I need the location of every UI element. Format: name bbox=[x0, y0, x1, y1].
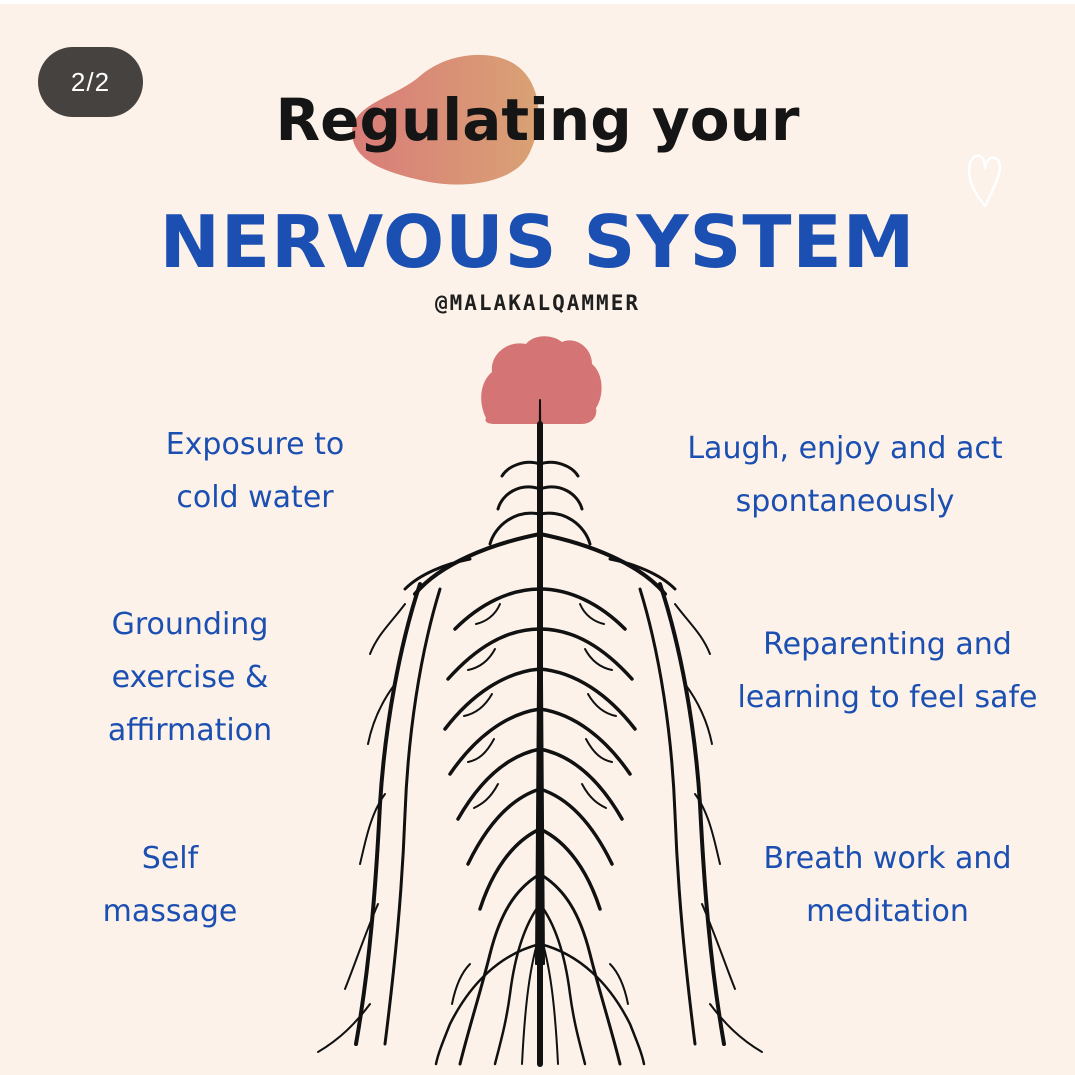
tip-line: spontaneously bbox=[735, 484, 955, 519]
nervous-system-illustration bbox=[317, 399, 763, 1067]
title-line-2: NERVOUS SYSTEM bbox=[159, 200, 916, 284]
tip-line: cold water bbox=[176, 480, 334, 515]
brain-icon bbox=[481, 336, 602, 424]
tip-line: learning to feel safe bbox=[737, 680, 1038, 715]
tip-line: Exposure to bbox=[165, 427, 345, 462]
tip-line: massage bbox=[102, 894, 238, 929]
tip-line: Self bbox=[141, 841, 199, 876]
post-card: 2/2 Regulating your NERVOUS SYSTEM @MALA… bbox=[0, 4, 1075, 1075]
tip-line: Laugh, enjoy and act bbox=[687, 431, 1003, 466]
tip-line: Reparenting and bbox=[763, 627, 1012, 662]
tip-line: affirmation bbox=[107, 713, 273, 748]
tip-self-massage: Self massage bbox=[90, 832, 250, 938]
tip-line: meditation bbox=[806, 894, 969, 929]
tip-breath-work: Breath work and meditation bbox=[745, 832, 1030, 938]
tip-line: Breath work and bbox=[763, 841, 1012, 876]
author-handle: @MALAKALQAMMER bbox=[434, 291, 640, 315]
title-line-1: Regulating your bbox=[275, 86, 800, 154]
tip-laugh: Laugh, enjoy and act spontaneously bbox=[680, 422, 1010, 528]
decorations-layer bbox=[317, 54, 763, 1067]
tip-line: exercise & bbox=[111, 660, 269, 695]
page-indicator: 2/2 bbox=[38, 47, 143, 117]
tip-cold-water: Exposure to cold water bbox=[150, 418, 360, 524]
top-border bbox=[0, 0, 1075, 4]
heart-outline-icon bbox=[967, 154, 1001, 208]
tip-reparenting: Reparenting and learning to feel safe bbox=[720, 618, 1055, 724]
title-highlight-blob bbox=[352, 54, 539, 185]
tip-line: Grounding bbox=[111, 607, 269, 642]
tip-grounding: Grounding exercise & affirmation bbox=[80, 598, 300, 757]
